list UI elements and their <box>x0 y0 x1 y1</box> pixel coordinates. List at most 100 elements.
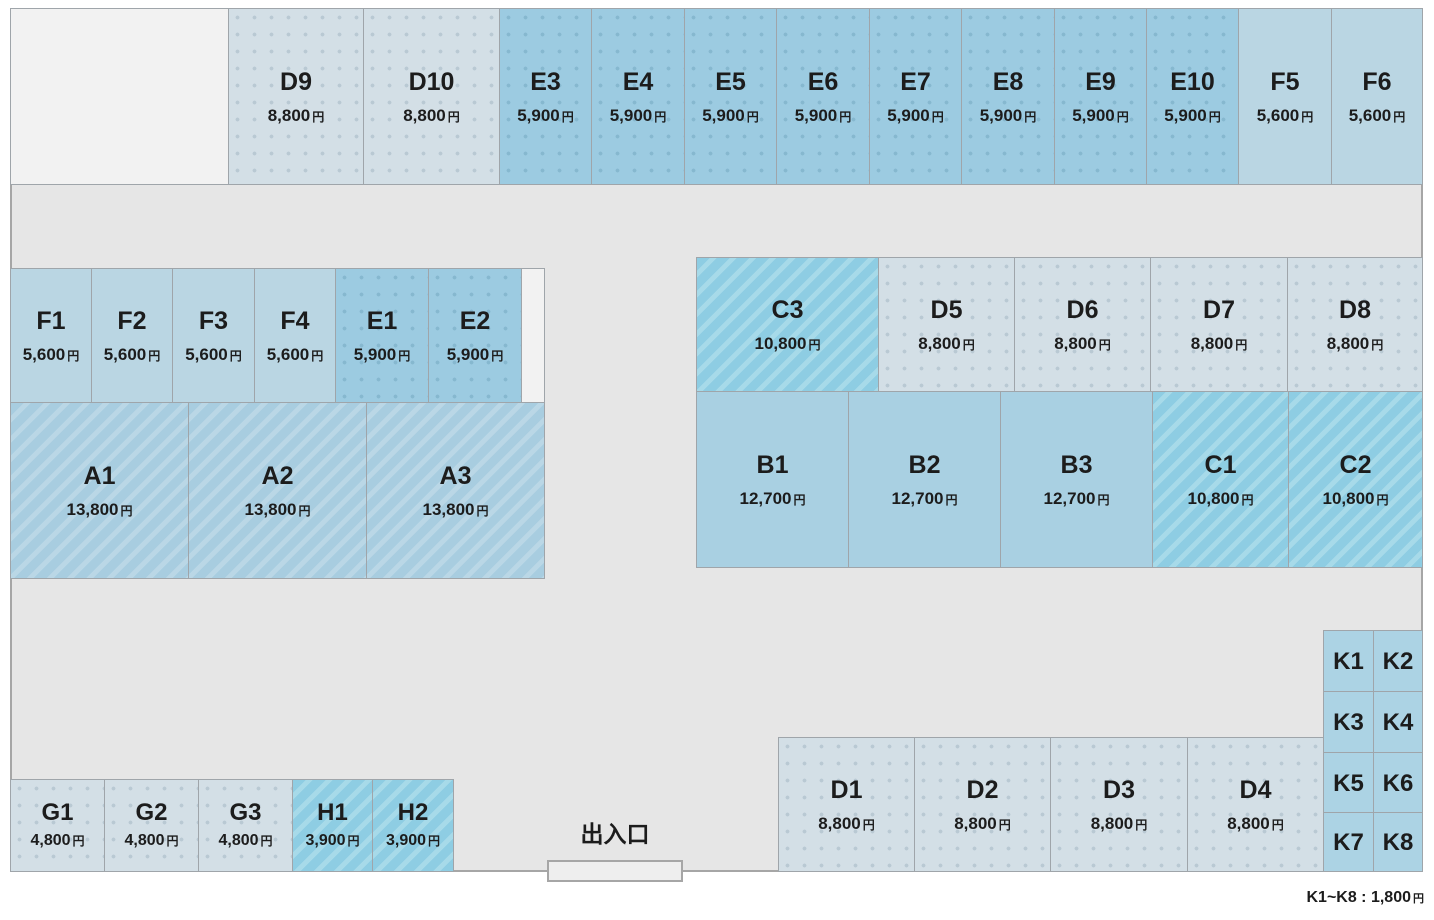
unit-label: E2 <box>459 306 491 335</box>
unit-label: E3 <box>530 67 561 96</box>
unit-label: K4 <box>1382 709 1414 736</box>
yen-mark: 円 <box>1241 492 1254 507</box>
unit-label: K7 <box>1333 829 1364 856</box>
unit-label: E8 <box>992 67 1024 96</box>
unit-k2[interactable]: K2 <box>1373 630 1423 692</box>
unit-k3[interactable]: K3 <box>1323 691 1374 753</box>
yen-mark: 円 <box>72 833 85 848</box>
price-value: 8,800 <box>1190 333 1234 353</box>
yen-mark: 円 <box>312 109 325 124</box>
price-value: 13,800 <box>422 499 475 519</box>
price-value: 12,700 <box>891 488 944 508</box>
unit-label: D2 <box>966 775 999 804</box>
yen-mark: 円 <box>793 492 806 507</box>
unit-label: F1 <box>36 306 66 335</box>
yen-mark: 円 <box>1393 109 1406 124</box>
price-value: 10,800 <box>754 333 807 353</box>
unit-label: H2 <box>397 798 429 826</box>
price-value: 5,900 <box>517 105 560 125</box>
yen-mark: 円 <box>229 348 242 363</box>
yen-mark: 円 <box>447 109 460 124</box>
price-value: 5,900 <box>979 105 1023 125</box>
unit-label: F3 <box>198 306 229 335</box>
unit-label: D1 <box>830 775 863 804</box>
yen-mark: 円 <box>945 492 958 507</box>
unit-label: D9 <box>280 67 312 96</box>
unit-label: F2 <box>117 306 147 335</box>
unit-k8[interactable]: K8 <box>1373 812 1423 872</box>
unit-k6[interactable]: K6 <box>1373 752 1423 813</box>
yen-mark: 円 <box>1097 492 1110 507</box>
unit-label: D4 <box>1239 775 1272 804</box>
price-value: 5,900 <box>887 105 930 125</box>
price-value: 5,900 <box>794 105 838 125</box>
price-value: 5,900 <box>446 344 490 364</box>
yen-mark: 円 <box>862 817 875 832</box>
unit-k5[interactable]: K5 <box>1323 752 1374 813</box>
empty-space <box>10 8 229 185</box>
price-value: 5,600 <box>22 344 66 364</box>
unit-label: D3 <box>1103 775 1135 804</box>
yen-mark: 円 <box>1024 109 1037 124</box>
note-text: K1~K8 : 1,800 <box>1306 889 1411 906</box>
unit-k7[interactable]: K7 <box>1323 812 1374 872</box>
yen-mark: 円 <box>1376 492 1389 507</box>
price-value: 12,700 <box>1043 488 1096 508</box>
price-value: 5,900 <box>609 105 653 125</box>
price-value: 8,800 <box>1326 333 1370 353</box>
unit-k4[interactable]: K4 <box>1373 691 1423 753</box>
yen-mark: 円 <box>298 503 311 518</box>
unit-k1[interactable]: K1 <box>1323 630 1374 692</box>
